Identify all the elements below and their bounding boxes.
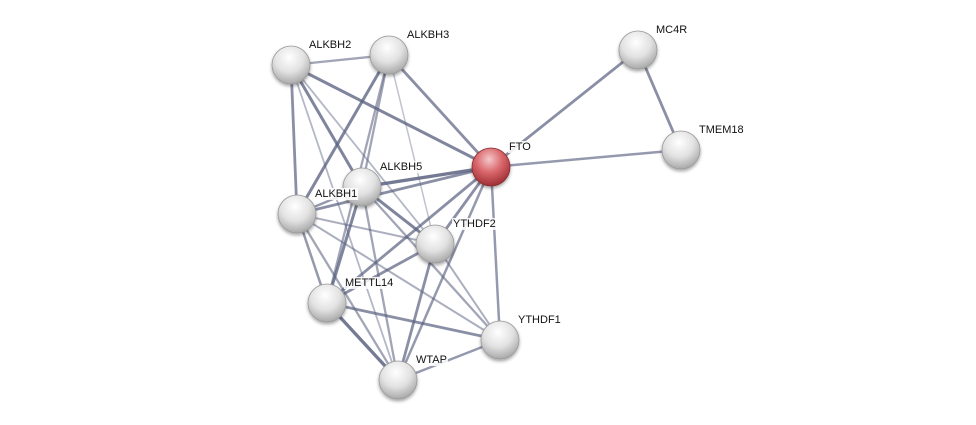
node-sphere[interactable] bbox=[661, 130, 701, 170]
label-background bbox=[314, 188, 359, 200]
label-background bbox=[655, 24, 689, 36]
edge-ythdf2-wtap[interactable] bbox=[396, 243, 437, 381]
node-sphere[interactable] bbox=[307, 283, 347, 323]
edge-alkbh2-alkbh5[interactable] bbox=[289, 64, 364, 188]
node-mettl14[interactable]: METTL14 bbox=[307, 277, 395, 323]
edge-alkbh3-fto[interactable] bbox=[387, 54, 493, 168]
label-background bbox=[508, 141, 533, 153]
node-sphere[interactable] bbox=[415, 224, 455, 264]
label-background bbox=[379, 161, 424, 173]
label-background bbox=[415, 354, 448, 366]
node-ythdf1[interactable]: YTHDF1 bbox=[480, 314, 562, 360]
edge-ythdf2-mettl14[interactable] bbox=[326, 242, 436, 305]
node-sphere[interactable] bbox=[271, 45, 311, 85]
node-label: TMEM18 bbox=[699, 124, 744, 136]
node-wtap[interactable]: WTAP bbox=[378, 354, 448, 400]
label-background bbox=[517, 314, 562, 326]
node-label: FTO bbox=[509, 141, 531, 153]
label-background bbox=[452, 218, 497, 230]
node-fto[interactable]: FTO bbox=[471, 141, 533, 187]
node-alkbh1[interactable]: ALKBH1 bbox=[277, 188, 359, 234]
node-sphere[interactable] bbox=[480, 320, 520, 360]
edge-fto-alkbh1[interactable] bbox=[296, 165, 492, 216]
node-label: METTL14 bbox=[345, 277, 393, 289]
label-background bbox=[406, 29, 451, 41]
edge-alkbh3-alkbh1[interactable] bbox=[295, 54, 391, 215]
edge-alkbh1-wtap[interactable] bbox=[296, 213, 399, 381]
node-sphere[interactable] bbox=[369, 35, 409, 75]
node-label: ALKBH3 bbox=[407, 29, 449, 41]
edge-fto-alkbh5[interactable] bbox=[361, 165, 492, 189]
label-background bbox=[698, 124, 745, 136]
edge-alkbh1-ythdf2[interactable] bbox=[296, 213, 436, 245]
node-alkbh2[interactable]: ALKBH2 bbox=[271, 39, 353, 85]
node-label: MC4R bbox=[656, 24, 687, 36]
node-alkbh3[interactable]: ALKBH3 bbox=[369, 29, 451, 75]
label-background bbox=[344, 277, 395, 289]
node-label: WTAP bbox=[416, 354, 447, 366]
node-alkbh5[interactable]: ALKBH5 bbox=[342, 161, 424, 207]
edge-mettl14-ythdf1[interactable] bbox=[326, 301, 501, 342]
node-sphere[interactable] bbox=[471, 147, 511, 187]
edge-alkbh2-wtap[interactable] bbox=[290, 64, 399, 381]
node-label: ALKBH5 bbox=[380, 161, 422, 173]
edge-fto-ythdf1[interactable] bbox=[489, 166, 502, 341]
edge-alkbh2-alkbh1[interactable] bbox=[289, 64, 299, 215]
edge-alkbh3-ythdf2[interactable] bbox=[388, 54, 436, 245]
node-tmem18[interactable]: TMEM18 bbox=[661, 124, 745, 170]
edge-alkbh1-ythdf1[interactable] bbox=[296, 213, 501, 341]
edge-fto-wtap[interactable] bbox=[396, 166, 493, 381]
node-label: YTHDF1 bbox=[518, 314, 561, 326]
node-ythdf2[interactable]: YTHDF2 bbox=[415, 218, 497, 264]
edge-alkbh2-fto[interactable] bbox=[290, 63, 492, 169]
node-sphere[interactable] bbox=[618, 30, 658, 70]
node-sphere[interactable] bbox=[342, 167, 382, 207]
node-sphere[interactable] bbox=[378, 360, 418, 400]
node-label: ALKBH2 bbox=[309, 39, 351, 51]
node-mc4r[interactable]: MC4R bbox=[618, 24, 689, 70]
node-label: YTHDF2 bbox=[453, 218, 496, 230]
node-sphere[interactable] bbox=[277, 194, 317, 234]
edge-alkbh5-mettl14[interactable] bbox=[325, 186, 364, 304]
label-background bbox=[308, 39, 353, 51]
edge-fto-tmem18[interactable] bbox=[490, 148, 682, 169]
node-label: ALKBH1 bbox=[315, 188, 357, 200]
